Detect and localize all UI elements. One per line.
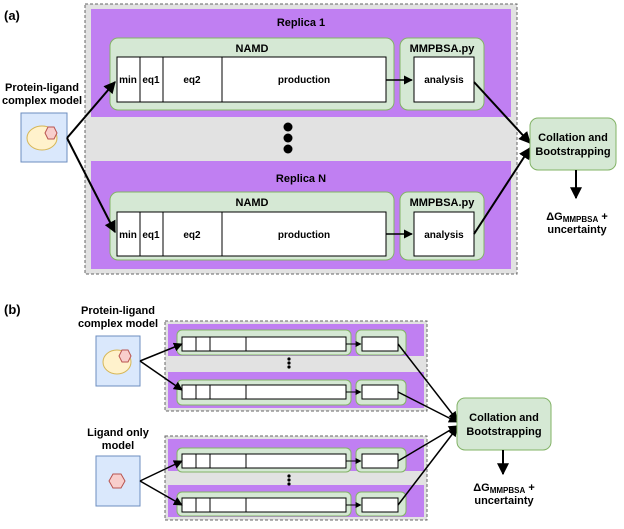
result-b-line1: ΔGMMPBSA + <box>473 482 535 495</box>
ligand-stages-bar-n <box>181 497 347 513</box>
ligand-icon <box>95 455 141 507</box>
input-label-line2: complex model <box>2 95 82 107</box>
md-stages-bar-replica-n <box>116 211 387 257</box>
panel-a-label: (a) <box>4 8 20 23</box>
protein-ligand-icon <box>20 112 68 163</box>
ligand-stages-bar-1 <box>181 453 347 469</box>
replica-1-title: Replica 1 <box>277 17 325 29</box>
mmpbsa-title-replica-n: MMPBSA.py <box>410 197 476 209</box>
complex-stages-bar-n <box>181 384 347 400</box>
analysis-box-replica-n <box>413 211 475 257</box>
complex-analysis-box-n <box>361 384 399 400</box>
vertical-ellipsis-icon <box>283 122 293 154</box>
collation-line1-b: Collation and <box>469 412 539 424</box>
result-a-line1: ΔGMMPBSA + <box>546 211 608 224</box>
collation-box-a <box>529 117 617 171</box>
protein-ligand-icon <box>95 335 141 387</box>
analysis-label-replica-n: analysis <box>424 230 464 241</box>
namd-title-replica-n: NAMD <box>236 197 269 209</box>
stage-eq2-n: eq2 <box>183 230 201 241</box>
ligand-analysis-box-n <box>361 497 399 513</box>
stage-production: production <box>278 75 330 86</box>
collation-line1-a: Collation and <box>538 132 608 144</box>
complex-stages-bar-1 <box>181 336 347 352</box>
stage-production-n: production <box>278 230 330 241</box>
replica-n-title: Replica N <box>276 173 326 185</box>
stage-eq2: eq2 <box>183 75 201 86</box>
collation-box-b <box>456 397 552 451</box>
result-b-line2: uncertainty <box>474 495 534 507</box>
collation-line2-b: Bootstrapping <box>466 426 541 438</box>
vertical-ellipsis-icon <box>287 474 291 486</box>
stage-eq1: eq1 <box>142 75 160 86</box>
ligand-analysis-box-1 <box>361 453 399 469</box>
analysis-box-replica-1 <box>413 56 475 103</box>
analysis-label-replica-1: analysis <box>424 75 464 86</box>
stage-min-n: min <box>119 230 137 241</box>
stage-eq1-n: eq1 <box>142 230 160 241</box>
md-stages-bar-replica-1 <box>116 56 387 103</box>
ligand-label-line1: Ligand only <box>87 427 150 439</box>
result-a-line2: uncertainty <box>547 224 607 236</box>
complex-label-line2: complex model <box>78 318 158 330</box>
namd-title-replica-1: NAMD <box>236 43 269 55</box>
ligand-label-line2: model <box>102 440 134 452</box>
vertical-ellipsis-icon <box>287 357 291 369</box>
panel-b-label: (b) <box>4 302 21 317</box>
complex-label-line1: Protein-ligand <box>81 305 155 317</box>
input-label-line1: Protein-ligand <box>5 82 79 94</box>
complex-analysis-box-1 <box>361 336 399 352</box>
stage-min: min <box>119 75 137 86</box>
collation-line2-a: Bootstrapping <box>535 146 610 158</box>
mmpbsa-title-replica-1: MMPBSA.py <box>410 43 476 55</box>
